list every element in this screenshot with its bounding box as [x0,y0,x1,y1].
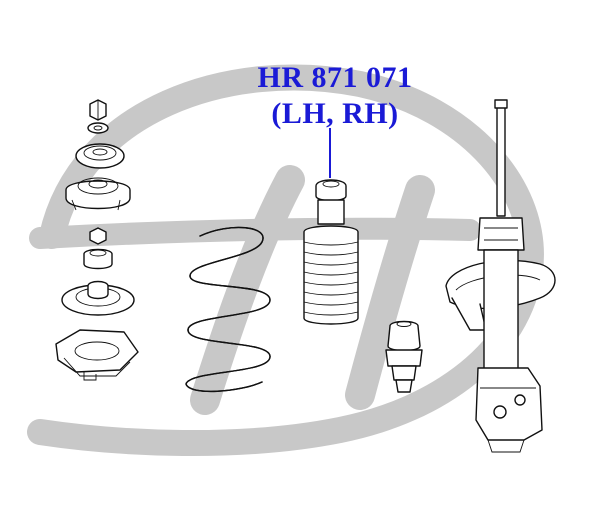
top-nut [89,99,107,121]
spacer [83,248,113,270]
part-side-label: (LH, RH) [271,97,399,130]
washer [87,122,109,134]
watermark-logo [27,64,544,457]
strut-assembly [445,99,556,453]
lower-nut [89,227,107,245]
upper-insulator [75,143,125,169]
bump-stop [385,320,423,393]
lower-spring-seat [55,329,139,381]
watermark-crossbar [29,217,481,249]
coil-spring [185,226,271,393]
dust-boot [303,179,359,325]
watermark-stroke-left [190,165,305,415]
watermark-stroke-right [345,175,435,410]
part-number-label: HR 871 071 [257,61,413,94]
spring-seat-upper [61,280,135,316]
mount-bearing [65,177,131,211]
watermark-arc [27,64,544,457]
